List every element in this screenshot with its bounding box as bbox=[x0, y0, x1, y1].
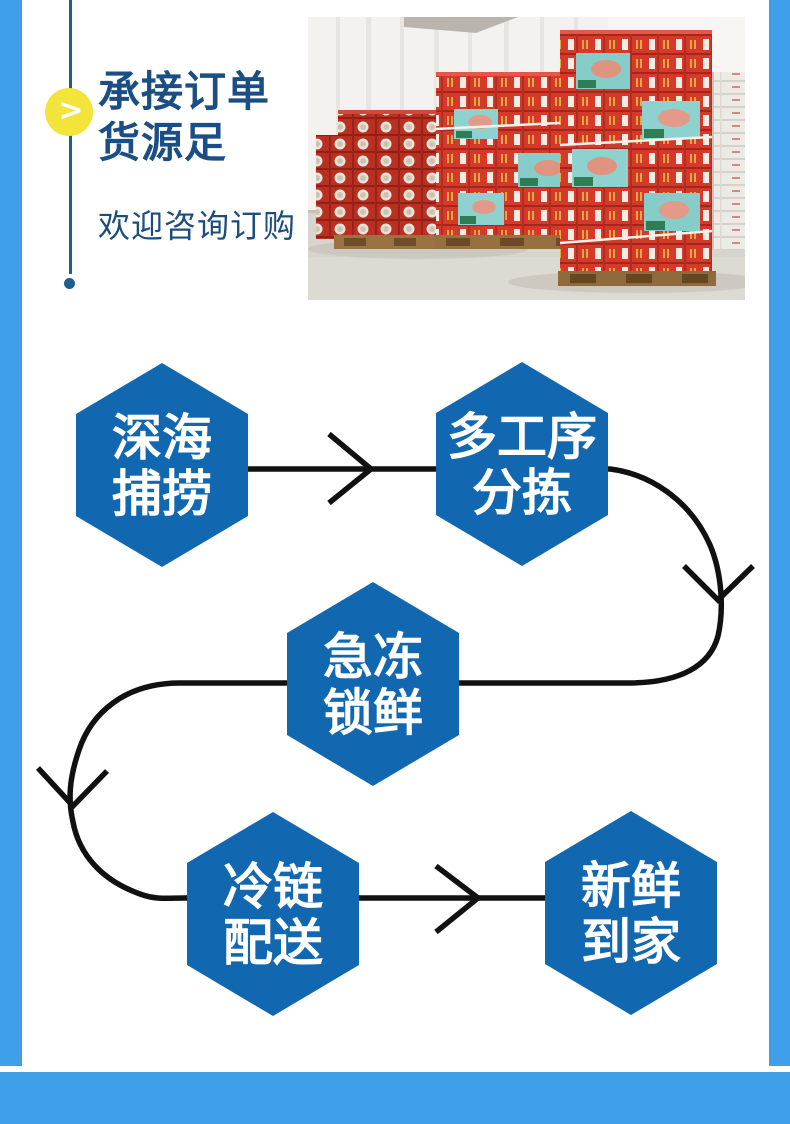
flow-step-quick-freeze: 急冻 锁鲜 bbox=[287, 582, 459, 786]
flow-step-multi-process-sorting: 多工序 分拣 bbox=[436, 362, 608, 566]
step-label-line1: 急冻 bbox=[323, 628, 423, 686]
hexagon-shape bbox=[187, 812, 359, 1016]
bottom-bar bbox=[0, 1072, 790, 1124]
hexagon-shape bbox=[545, 811, 717, 1015]
arrow-bullet-icon: > bbox=[58, 93, 84, 128]
accent-vertical-line bbox=[69, 0, 72, 274]
arrowhead-step3-icon bbox=[35, 766, 109, 811]
flow-connector-path bbox=[67, 466, 724, 902]
hexagon-shape bbox=[76, 363, 248, 567]
page-subtitle: 欢迎咨询订购 bbox=[98, 207, 297, 245]
left-edge-stripe bbox=[0, 0, 22, 1066]
step-label-line2: 锁鲜 bbox=[323, 684, 423, 742]
step-label-line1: 深海 bbox=[112, 409, 212, 467]
arrowhead-step4-icon bbox=[434, 863, 483, 935]
right-edge-stripe bbox=[769, 0, 790, 1066]
title-line-1: 承接订单 bbox=[98, 67, 271, 116]
warehouse-photo-art bbox=[308, 17, 745, 300]
step-label-line2: 配送 bbox=[223, 914, 323, 972]
title-line-2: 货源足 bbox=[98, 118, 228, 167]
arrowhead-step1-icon bbox=[327, 431, 376, 506]
hexagon-shape bbox=[436, 362, 608, 566]
step-label-line1: 新鲜 bbox=[581, 857, 681, 915]
flow-step-cold-chain-delivery: 冷链 配送 bbox=[187, 812, 359, 1016]
page-title: 承接订单 货源足 bbox=[98, 66, 270, 168]
warehouse-photo bbox=[308, 17, 745, 300]
step-label-line1: 冷链 bbox=[223, 858, 323, 916]
accent-line-dot bbox=[64, 278, 75, 289]
step-label-line1: 多工序 bbox=[447, 408, 597, 466]
step-label-line2: 分拣 bbox=[472, 464, 572, 522]
yellow-bullet-badge: > bbox=[45, 88, 93, 136]
flow-step-fresh-to-home: 新鲜 到家 bbox=[545, 811, 717, 1015]
step-label-line2: 到家 bbox=[581, 913, 681, 971]
arrowhead-step2-icon bbox=[682, 564, 755, 604]
step-label-line2: 捕捞 bbox=[112, 465, 212, 523]
hexagon-shape bbox=[287, 582, 459, 786]
flow-step-deep-sea-fishing: 深海 捕捞 bbox=[76, 363, 248, 567]
